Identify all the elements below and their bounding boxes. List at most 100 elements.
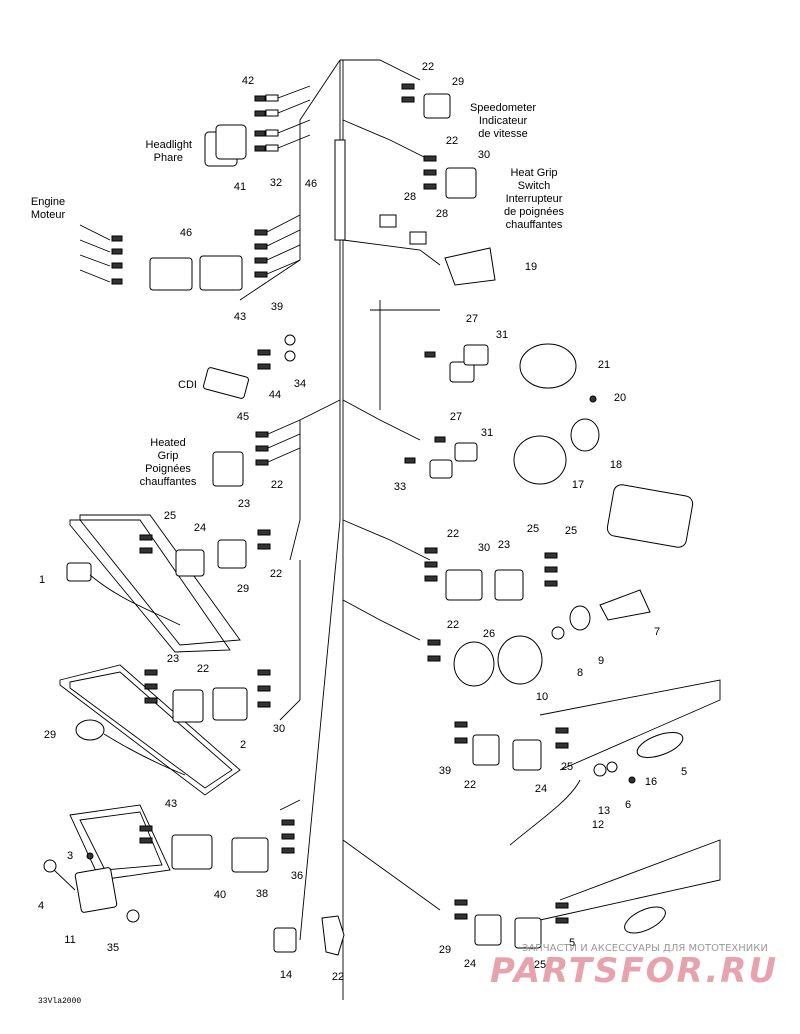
taillight — [606, 484, 694, 548]
callout-4: 4 — [38, 900, 44, 912]
callout-25: 25 — [561, 761, 573, 773]
callout-22: 22 — [464, 779, 476, 791]
callout-46: 46 — [180, 227, 192, 239]
callout-23: 23 — [498, 539, 510, 551]
lower-right-harness-2 — [454, 839, 721, 949]
callout-22: 22 — [271, 479, 283, 491]
callout-11: 11 — [64, 934, 75, 946]
svg-text:Grip: Grip — [158, 450, 179, 462]
callout-3: 3 — [67, 850, 73, 862]
callout-31: 31 — [496, 329, 508, 341]
heated-grip-connector-group — [212, 419, 301, 487]
callout-22: 22 — [447, 619, 459, 631]
callout-34: 34 — [294, 378, 306, 390]
callout-28: 28 — [404, 191, 416, 203]
svg-text:Phare: Phare — [154, 152, 183, 164]
callout-14: 14 — [280, 969, 292, 981]
callout-12: 12 — [592, 819, 604, 831]
callout-13: 13 — [598, 805, 610, 817]
headlight-connector-group — [204, 85, 311, 167]
voltage-regulator-group — [43, 804, 295, 923]
callout-39: 39 — [271, 301, 283, 313]
svg-text:Moteur: Moteur — [31, 209, 66, 221]
callout-32: 32 — [270, 177, 282, 189]
label-engine: Engine Moteur — [31, 196, 66, 221]
callout-43: 43 — [165, 798, 177, 810]
callout-38: 38 — [256, 888, 268, 900]
engine-connector-group — [79, 214, 301, 291]
svg-text:chauffantes: chauffantes — [140, 476, 197, 488]
callout-27: 27 — [450, 411, 462, 423]
callout-22: 22 — [422, 61, 434, 73]
callout-45: 45 — [237, 411, 249, 423]
label-headlight: Headlight Phare — [146, 139, 192, 164]
callout-35: 35 — [107, 942, 119, 954]
svg-text:Heat Grip: Heat Grip — [510, 167, 557, 179]
callout-29: 29 — [44, 729, 56, 741]
callout-6: 6 — [625, 799, 631, 811]
callout-5: 5 — [569, 937, 575, 949]
part-14 — [321, 915, 345, 956]
callout-20: 20 — [614, 392, 626, 404]
callout-22: 22 — [447, 528, 459, 540]
callout-22: 22 — [270, 568, 282, 580]
callout-8: 8 — [577, 667, 583, 679]
label-speedometer: Speedometer Indicateur de vitesse — [470, 102, 536, 140]
callout-33: 33 — [394, 481, 406, 493]
callout-40: 40 — [214, 889, 226, 901]
callout-29: 29 — [237, 583, 249, 595]
gauge-group — [404, 343, 600, 485]
brake-switch-group — [424, 547, 651, 687]
callout-16: 16 — [645, 776, 657, 788]
callout-30: 30 — [478, 542, 490, 554]
callout-1: 1 — [39, 574, 45, 586]
callout-31: 31 — [481, 427, 493, 439]
callout-2: 2 — [240, 739, 246, 751]
callout-43: 43 — [234, 311, 246, 323]
label-heat-grip-switch: Heat Grip Switch Interrupteur de poignée… — [504, 167, 564, 231]
callout-29: 29 — [439, 944, 451, 956]
label-heated-grip: Heated Grip Poignées chauffantes — [140, 437, 197, 488]
svg-text:Interrupteur: Interrupteur — [506, 193, 563, 205]
harness-trunks — [239, 59, 441, 1000]
callout-21: 21 — [598, 359, 610, 371]
callout-30: 30 — [273, 723, 285, 735]
callout-36: 36 — [291, 870, 303, 882]
callout-9: 9 — [598, 655, 604, 667]
svg-text:Speedometer: Speedometer — [470, 102, 536, 114]
callout-19: 19 — [525, 261, 537, 273]
svg-text:Engine: Engine — [31, 196, 65, 208]
callout-23: 23 — [167, 653, 179, 665]
callout-25: 25 — [565, 525, 577, 537]
label-cdi: CDI — [178, 379, 197, 391]
callout-28: 28 — [436, 208, 448, 220]
callout-24: 24 — [194, 522, 206, 534]
svg-text:PARTSFOR.RU: PARTSFOR.RU — [490, 951, 778, 991]
svg-text:Indicateur: Indicateur — [479, 115, 528, 127]
callout-10: 10 — [536, 691, 548, 703]
svg-text:de poignées: de poignées — [504, 206, 564, 218]
callout-22: 22 — [446, 135, 458, 147]
callout-39: 39 — [439, 765, 451, 777]
speedometer-connector-group — [379, 83, 496, 286]
lower-right-harness-1 — [454, 679, 721, 846]
svg-text:Poignées: Poignées — [145, 463, 191, 475]
callout-7: 7 — [654, 626, 660, 638]
cdi-connector-group — [203, 334, 296, 399]
callout-30: 30 — [478, 149, 490, 161]
callout-5: 5 — [681, 766, 687, 778]
callout-24: 24 — [464, 958, 476, 970]
svg-text:ЗАПЧАСТИ И АКСЕССУАРЫ ДЛЯ МОТО: ЗАПЧАСТИ И АКСЕССУАРЫ ДЛЯ МОТОТЕХНИКИ — [522, 943, 768, 954]
callout-25: 25 — [527, 523, 539, 535]
part-35 — [273, 927, 297, 953]
callout-17: 17 — [572, 479, 584, 491]
svg-text:de vitesse: de vitesse — [478, 128, 528, 140]
callout-24: 24 — [535, 783, 547, 795]
svg-text:Switch: Switch — [518, 180, 550, 192]
callout-25: 25 — [164, 510, 176, 522]
callout-22: 22 — [197, 663, 209, 675]
svg-text:Headlight: Headlight — [146, 139, 192, 151]
callout-23: 23 — [238, 498, 250, 510]
diagram-ref: 33Vla2000 — [38, 997, 81, 1006]
